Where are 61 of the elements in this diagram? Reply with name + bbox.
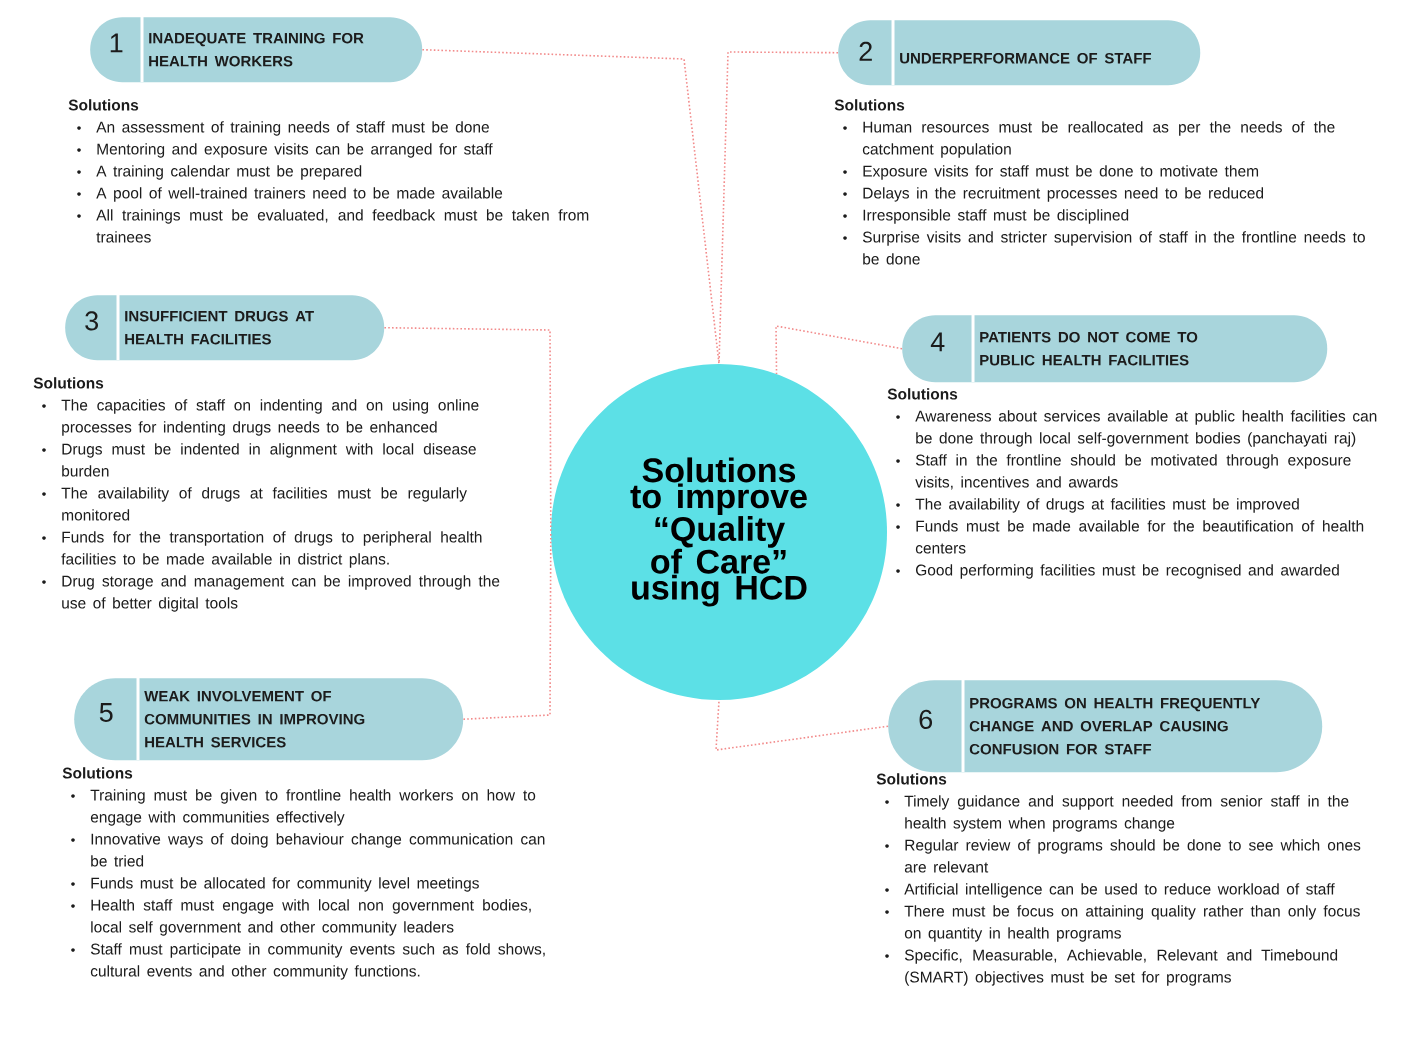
problem-title: INSUFFICIENT DRUGS AT HEALTH FACILITIES [125, 310, 314, 345]
step-number: 6 [919, 709, 933, 729]
bullet-item: Regular review of programs should be done to see which ones are relevant [885, 839, 1361, 873]
hub-title: Solutions to improve “Quality of Care” using HCD [630, 457, 807, 607]
bullet-item: There must be focus on attaining quality rather than only focus on quantity in health programs [885, 905, 1360, 942]
bullet-item: Staff must participate in community events such as fold shows, cultural events and other community functions. [71, 943, 545, 980]
step-number: 3 [85, 311, 99, 331]
bullet-item: Staff in the frontline should be motivated through exposure visits, incentives and awards [896, 454, 1351, 490]
bullet-item: Exposure visits for staff must be done to motivate them [843, 165, 1259, 180]
problem-title: PROGRAMS ON HEALTH FREQUENTLY CHANGE AND OVERLAP CAUSING CONFUSION FOR STAFF [969, 697, 1261, 755]
bullet-item: Surprise visits and stricter supervision of staff in the frontline needs to be done [843, 231, 1365, 265]
solutions-heading: Solutions [834, 99, 905, 111]
bullet-item: Funds must be allocated for community level meetings [71, 877, 479, 892]
solutions-heading: Solutions [887, 388, 958, 400]
bullet-item: Artificial intelligence can be used to reduce workload of staff [885, 883, 1335, 898]
problem-pill [74, 678, 464, 761]
bullet-item: The availability of drugs at facilities must be regularly monitored [42, 487, 467, 521]
step-number: 1 [110, 33, 123, 53]
bullet-item: Innovative ways of doing behaviour change communication can be tried [71, 833, 545, 867]
step-number: 2 [859, 41, 872, 61]
problem-pill [65, 295, 385, 361]
connector-line [715, 699, 889, 751]
bullet-item: A training calendar must be prepared [77, 165, 362, 180]
problem-title: WEAK INVOLVEMENT OF COMMUNITIES IN IMPROVING HEALTH SERVICES [144, 690, 365, 748]
bullet-item: Drugs must be indented in alignment with local disease burden [42, 443, 476, 477]
connector-line [421, 48, 720, 365]
connector-line [462, 531, 552, 720]
bullet-item: Good performing facilities must be recognised and awarded [896, 564, 1339, 579]
bullet-item: Health staff must engage with local non government bodies, local self government and other community leaders [71, 899, 531, 936]
bullet-item: An assessment of training needs of staff must be done [77, 121, 489, 136]
bullet-item: Training must be given to frontline health workers on how to engage with communities effectively [71, 789, 536, 826]
bullet-item: Mentoring and exposure visits can be arranged for staff [77, 143, 493, 158]
bullet-item: Timely guidance and support needed from senior staff in the health system when programs change [885, 795, 1349, 832]
solutions-heading: Solutions [62, 767, 133, 779]
problem-pill [838, 20, 1201, 86]
bullet-item: The availability of drugs at facilities must be improved [896, 498, 1299, 513]
problem-title: UNDERPERFORMANCE OF STAFF [900, 52, 1152, 64]
bullet-item: A pool of well-trained trainers need to be made available [77, 187, 503, 202]
bullet-item: Specific, Measurable, Achievable, Relevant and Timebound (SMART) objectives must be set for programs [885, 949, 1338, 986]
problem-title: INADEQUATE TRAINING FOR HEALTH WORKERS [149, 32, 364, 67]
bullet-item: Irresponsible staff must be disciplined [843, 209, 1129, 224]
bullet-item: Funds must be made available for the beautification of health centers [896, 520, 1364, 554]
bullet-item: Awareness about services available at public health facilities can be done through local self-government bodies (panchayati raj) [896, 410, 1377, 447]
hub-circle [551, 364, 887, 700]
solutions-heading: Solutions [68, 99, 139, 111]
bullet-item: Funds for the transportation of drugs to peripheral health facilities to be made available in district plans. [42, 531, 482, 568]
solutions-heading: Solutions [33, 377, 104, 389]
connector-line [775, 325, 903, 375]
connector-line [383, 326, 552, 533]
problem-pill [90, 17, 423, 83]
bullet-item: Drug storage and management can be improved through the use of better digital tools [42, 575, 500, 612]
bullet-item: Delays in the recruitment processes need to be reduced [843, 187, 1264, 202]
bullet-item: Human resources must be reallocated as per the needs of the catchment population [843, 121, 1335, 158]
bullet-item: All trainings must be evaluated, and feedback must be taken from trainees [77, 209, 589, 243]
bullet-item: The capacities of staff on indenting and on using online processes for indenting drugs needs to be enhanced [42, 399, 479, 436]
problem-title: PATIENTS DO NOT COME TO PUBLIC HEALTH FACILITIES [980, 331, 1198, 366]
step-number: 5 [99, 703, 113, 722]
step-number: 4 [930, 332, 945, 352]
problem-pill [888, 680, 1323, 773]
solutions-heading: Solutions [876, 773, 947, 785]
problem-pill [902, 315, 1328, 383]
